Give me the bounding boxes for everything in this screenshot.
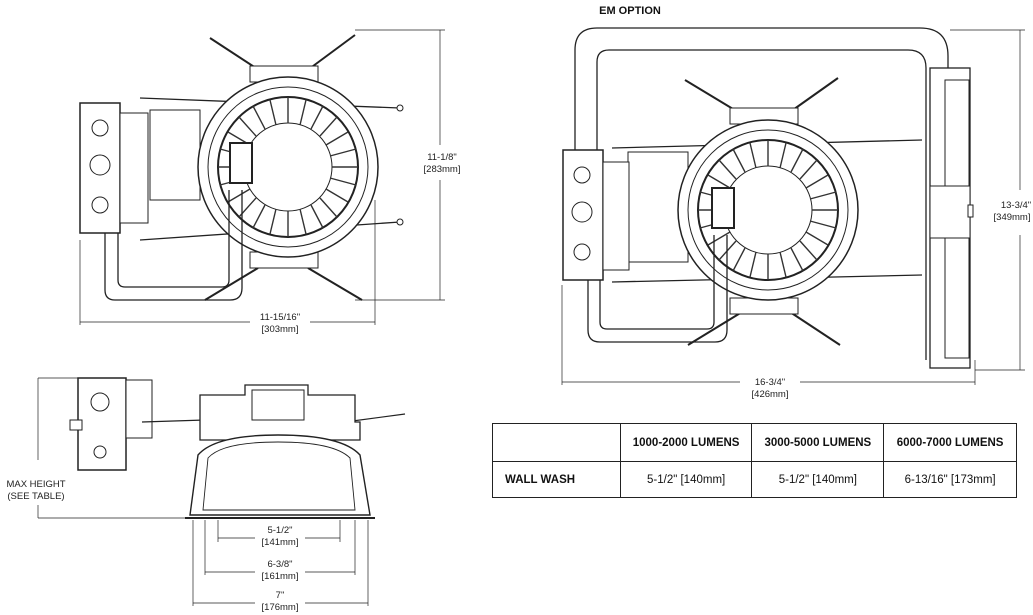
table-header-row: 1000-2000 LUMENS 3000-5000 LUMENS 6000-7… (492, 423, 1017, 462)
max-height-label: MAX HEIGHT (6, 479, 65, 490)
side-dim-1-mm: [141mm] (262, 537, 299, 548)
side-dim-2-mm: [161mm] (262, 571, 299, 582)
side-dim-2: 6-3/8" (267, 559, 292, 570)
em-height-dim: 13-3/4" (1001, 200, 1031, 211)
table-header-1000-2000: 1000-2000 LUMENS (619, 423, 753, 462)
see-table-label: (SEE TABLE) (7, 491, 64, 502)
table-cell: 5-1/2" [140mm] (619, 461, 753, 498)
side-dim-3: 7" (276, 590, 285, 601)
top-width-dim: 11-15/16" (260, 312, 300, 323)
em-width-dim-mm: [426mm] (752, 389, 789, 400)
table-header-3000-5000: 3000-5000 LUMENS (751, 423, 885, 462)
table-header-6000-7000: 6000-7000 LUMENS (883, 423, 1017, 462)
max-height-table: 1000-2000 LUMENS 3000-5000 LUMENS 6000-7… (492, 423, 1017, 498)
em-width-dim: 16-3/4" (755, 377, 785, 388)
top-height-dim: 11-1/8" (427, 152, 457, 163)
side-dim-3-mm: [176mm] (262, 602, 299, 613)
side-elevation-view (37, 377, 406, 606)
em-option-title: EM OPTION (599, 5, 661, 17)
table-row: WALL WASH 5-1/2" [140mm] 5-1/2" [140mm] … (492, 461, 1017, 498)
table-cell: 6-13/16" [173mm] (883, 461, 1017, 498)
table-header-blank (492, 423, 621, 462)
row-label-wall-wash: WALL WASH (492, 461, 621, 498)
plan-view-em-option (561, 27, 1025, 385)
plan-view-standard (79, 29, 445, 325)
table-cell: 5-1/2" [140mm] (751, 461, 885, 498)
top-width-dim-mm: [303mm] (262, 324, 299, 335)
top-height-dim-mm: [283mm] (424, 164, 461, 175)
side-dim-1: 5-1/2" (267, 525, 292, 536)
em-height-dim-mm: [349mm] (994, 212, 1031, 223)
